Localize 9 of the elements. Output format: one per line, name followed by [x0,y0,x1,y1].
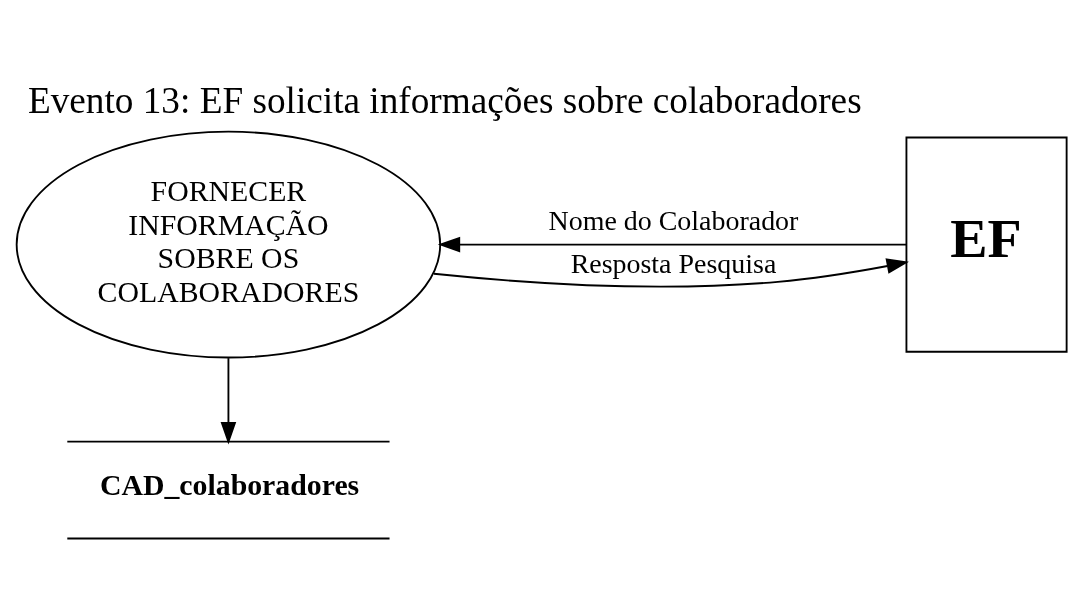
node-box: EF [905,136,1068,353]
arrow [220,356,237,444]
node-text: CAD_colaboradores [99,467,360,501]
edge-label: Resposta Pesquisa [570,247,777,279]
arrow [437,236,907,252]
node-ellipse: FORNECER INFORMAÇÃO SOBRE OS COLABORADORES [15,130,442,358]
edge-label: Nome do Colaborador [548,204,799,236]
diagram-title: Evento 13: EF solicita informações sobre colaboradores [27,79,862,121]
arrow [433,257,909,288]
